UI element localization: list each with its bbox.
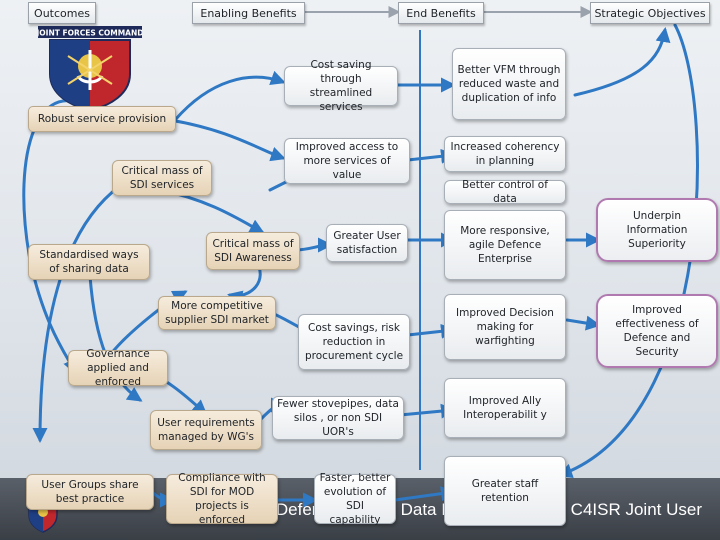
enabling-greater-user-satisfaction: Greater User satisfaction	[326, 224, 408, 262]
end-increased-coherency: Increased coherency in planning	[444, 136, 566, 172]
end-improved-ally-interoperability: Improved Ally Interoperabilit y	[444, 378, 566, 438]
enabling-faster-evolution: Faster, better evolution of SDI capabili…	[314, 472, 396, 526]
end-greater-staff-retention: Greater staff retention	[444, 456, 566, 526]
header-end-benefits: End Benefits	[398, 2, 484, 24]
enabling-cost-savings-risk-reduction: Cost savings, risk reduction in procurem…	[298, 314, 410, 370]
enabling-cost-saving: Cost saving through streamlined services	[284, 59, 398, 113]
end-improved-decision-making: Improved Decision making for warfighting	[444, 294, 566, 360]
end-more-responsive: More responsive, agile Defence Enterpris…	[444, 210, 566, 280]
enabling-compliance-enforced: Compliance with SDI for MOD projects is …	[166, 472, 278, 526]
enabling-competitive-supplier-market: More competitive supplier SDI market	[158, 296, 276, 330]
outcome-user-groups: User Groups share best practice	[26, 474, 154, 510]
strategic-improved-effectiveness: Improved effectiveness of Defence and Se…	[596, 294, 718, 368]
end-better-control-data: Better control of data	[444, 179, 566, 205]
outcome-robust-service-provision: Robust service provision	[28, 106, 176, 132]
header-outcomes: Outcomes	[28, 2, 96, 24]
outcome-critical-mass-sdi-services: Critical mass of SDI services	[112, 160, 212, 196]
enabling-user-requirements: User requirements managed by WG's	[150, 410, 262, 450]
outcome-governance-applied: Governance applied and enforced	[68, 348, 168, 388]
logo-text: JOINT FORCES COMMAND	[38, 29, 142, 38]
enabling-fewer-stovepipes: Fewer stovepipes, data silos , or non SD…	[272, 396, 404, 440]
strategic-underpin-information-superiority: Underpin Information Superiority	[596, 198, 718, 262]
outcome-standardised-ways: Standardised ways of sharing data	[28, 244, 150, 280]
enabling-critical-mass-sdi-awareness: Critical mass of SDI Awareness	[206, 232, 300, 270]
joint-forces-command-crest-icon: JOINT FORCES COMMAND	[36, 26, 144, 112]
header-enabling-benefits: Enabling Benefits	[192, 2, 305, 24]
enabling-improved-access: Improved access to more services of valu…	[284, 138, 410, 184]
header-strategic-objectives: Strategic Objectives	[590, 2, 710, 24]
end-better-vfm: Better VFM through reduced waste and dup…	[452, 48, 566, 120]
